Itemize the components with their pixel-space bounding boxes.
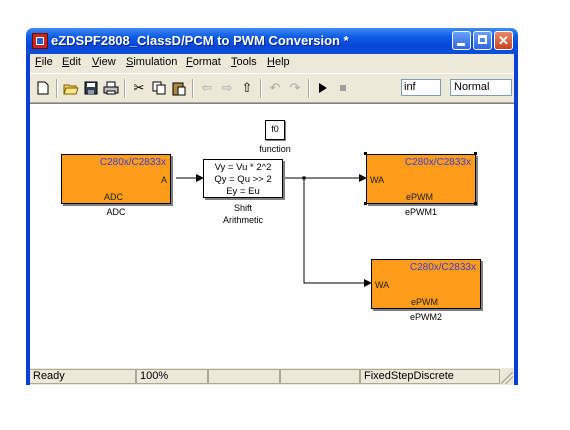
copy-button[interactable] [150, 79, 168, 97]
adc-inner-label: ADC [104, 192, 124, 202]
up-button[interactable]: ⇧ [238, 79, 256, 97]
save-button[interactable] [82, 79, 100, 97]
toolbar-separator [308, 79, 310, 98]
maximize-button[interactable] [473, 31, 492, 50]
printer-icon [103, 81, 119, 95]
print-button[interactable] [102, 79, 120, 97]
close-button[interactable]: ✕ [494, 31, 513, 50]
forward-arrow-icon: ⇨ [221, 80, 233, 95]
status-state: Ready [30, 369, 136, 384]
shift-line-2: Qy = Qu >> 2 [214, 174, 272, 185]
menu-file[interactable]: File [35, 56, 53, 68]
epwm1-caption: ePWM1 [404, 207, 437, 217]
epwm1-target-label: C280x/C2833x [404, 157, 471, 168]
model-window: eZDSPF2808_ClassD/PCM to PWM Conversion … [26, 28, 518, 385]
epwm2-block[interactable]: C280x/C2833x WA ePWM [371, 259, 481, 309]
back-button[interactable]: ⇦ [198, 79, 216, 97]
menu-tools[interactable]: Tools [231, 56, 257, 68]
toolbar-separator [56, 79, 58, 98]
menu-help[interactable]: Help [267, 56, 290, 68]
toolbar-separator [260, 79, 262, 98]
undo-button[interactable]: ↶ [266, 79, 284, 97]
window-client: File Edit View Simulation Format Tools H… [30, 54, 514, 385]
adc-output-port: A [160, 175, 167, 185]
status-empty-1 [208, 369, 280, 384]
menu-view[interactable]: View [92, 56, 116, 68]
simulation-mode-select[interactable]: Normal [450, 79, 512, 96]
undo-icon: ↶ [269, 80, 281, 95]
simulink-app-icon [32, 33, 48, 49]
branch-point [302, 176, 306, 180]
save-disk-icon [84, 81, 98, 95]
shift-line-3: Ey = Eu [226, 186, 260, 197]
menu-edit[interactable]: Edit [62, 56, 81, 68]
redo-icon: ↷ [289, 80, 301, 95]
toolbar: ✂ ⇦ ⇨ ⇧ ↶ ↷ inf Normal [30, 73, 514, 103]
resize-grip-icon[interactable] [501, 372, 513, 384]
function-block[interactable]: f0 [265, 120, 285, 140]
menu-format[interactable]: Format [186, 56, 221, 68]
stop-icon [340, 85, 346, 91]
toolbar-separator [192, 79, 194, 98]
menu-bar: File Edit View Simulation Format Tools H… [30, 54, 514, 72]
new-document-icon [37, 81, 49, 95]
minimize-icon [457, 43, 465, 46]
title-bar[interactable]: eZDSPF2808_ClassD/PCM to PWM Conversion … [26, 28, 518, 54]
start-simulation-button[interactable] [314, 79, 332, 97]
menu-simulation[interactable]: Simulation [126, 56, 178, 68]
adc-block[interactable]: C280x/C2833x A ADC [61, 154, 171, 204]
signal-lines [176, 174, 372, 287]
epwm1-input-port: WA [370, 175, 385, 185]
play-icon [319, 83, 327, 93]
redo-button[interactable]: ↷ [286, 79, 304, 97]
up-arrow-icon: ⇧ [241, 80, 253, 95]
paste-clipboard-icon [172, 82, 186, 95]
status-solver: FixedStepDiscrete [360, 369, 500, 384]
shift-line-1: Vy = Vu * 2^2 [214, 162, 272, 173]
scissors-icon: ✂ [133, 80, 145, 95]
shift-arithmetic-block[interactable]: Vy = Vu * 2^2 Qy = Qu >> 2 Ey = Eu [203, 159, 283, 198]
shift-caption: Shift Arithmetic [203, 202, 283, 226]
epwm1-inner-label: ePWM [406, 192, 433, 202]
branch-to-epwm2-line[interactable] [303, 178, 372, 287]
epwm2-target-label: C280x/C2833x [409, 262, 476, 273]
selection-handle[interactable] [474, 202, 477, 205]
open-button[interactable] [62, 79, 80, 97]
toolbar-separator [124, 79, 126, 98]
adc-target-label: C280x/C2833x [99, 157, 166, 168]
model-canvas[interactable]: f0 function C280x/C2833x A ADC ADC Vy = … [30, 103, 514, 368]
copy-icon [152, 81, 166, 95]
open-folder-icon [63, 84, 79, 94]
selection-handle[interactable] [364, 202, 367, 205]
new-model-button[interactable] [34, 79, 52, 97]
minimize-button[interactable] [452, 31, 471, 50]
selection-handle[interactable] [474, 152, 477, 155]
function-block-caption: function [259, 144, 291, 154]
adc-caption: ADC [106, 207, 126, 217]
epwm2-input-port: WA [375, 280, 390, 290]
stop-time-field[interactable]: inf [401, 79, 441, 96]
status-zoom: 100% [136, 369, 208, 384]
stop-simulation-button[interactable] [334, 79, 352, 97]
function-block-label: f0 [271, 124, 279, 134]
epwm2-inner-label: ePWM [411, 297, 438, 307]
epwm1-block[interactable]: C280x/C2833x WA ePWM [366, 154, 476, 204]
shift-caption-line-2: Arithmetic [222, 215, 263, 225]
maximize-icon [478, 35, 487, 44]
paste-button[interactable] [170, 79, 188, 97]
status-empty-2 [280, 369, 360, 384]
epwm2-caption: ePWM2 [409, 312, 442, 322]
shift-caption-line-1: Shift [233, 203, 252, 213]
forward-button[interactable]: ⇨ [218, 79, 236, 97]
window-title: eZDSPF2808_ClassD/PCM to PWM Conversion … [51, 33, 349, 48]
back-arrow-icon: ⇦ [201, 80, 213, 95]
status-bar: Ready 100% FixedStepDiscrete [30, 368, 514, 385]
close-icon: ✕ [498, 33, 509, 48]
selection-handle[interactable] [364, 152, 367, 155]
cut-button[interactable]: ✂ [130, 79, 148, 97]
